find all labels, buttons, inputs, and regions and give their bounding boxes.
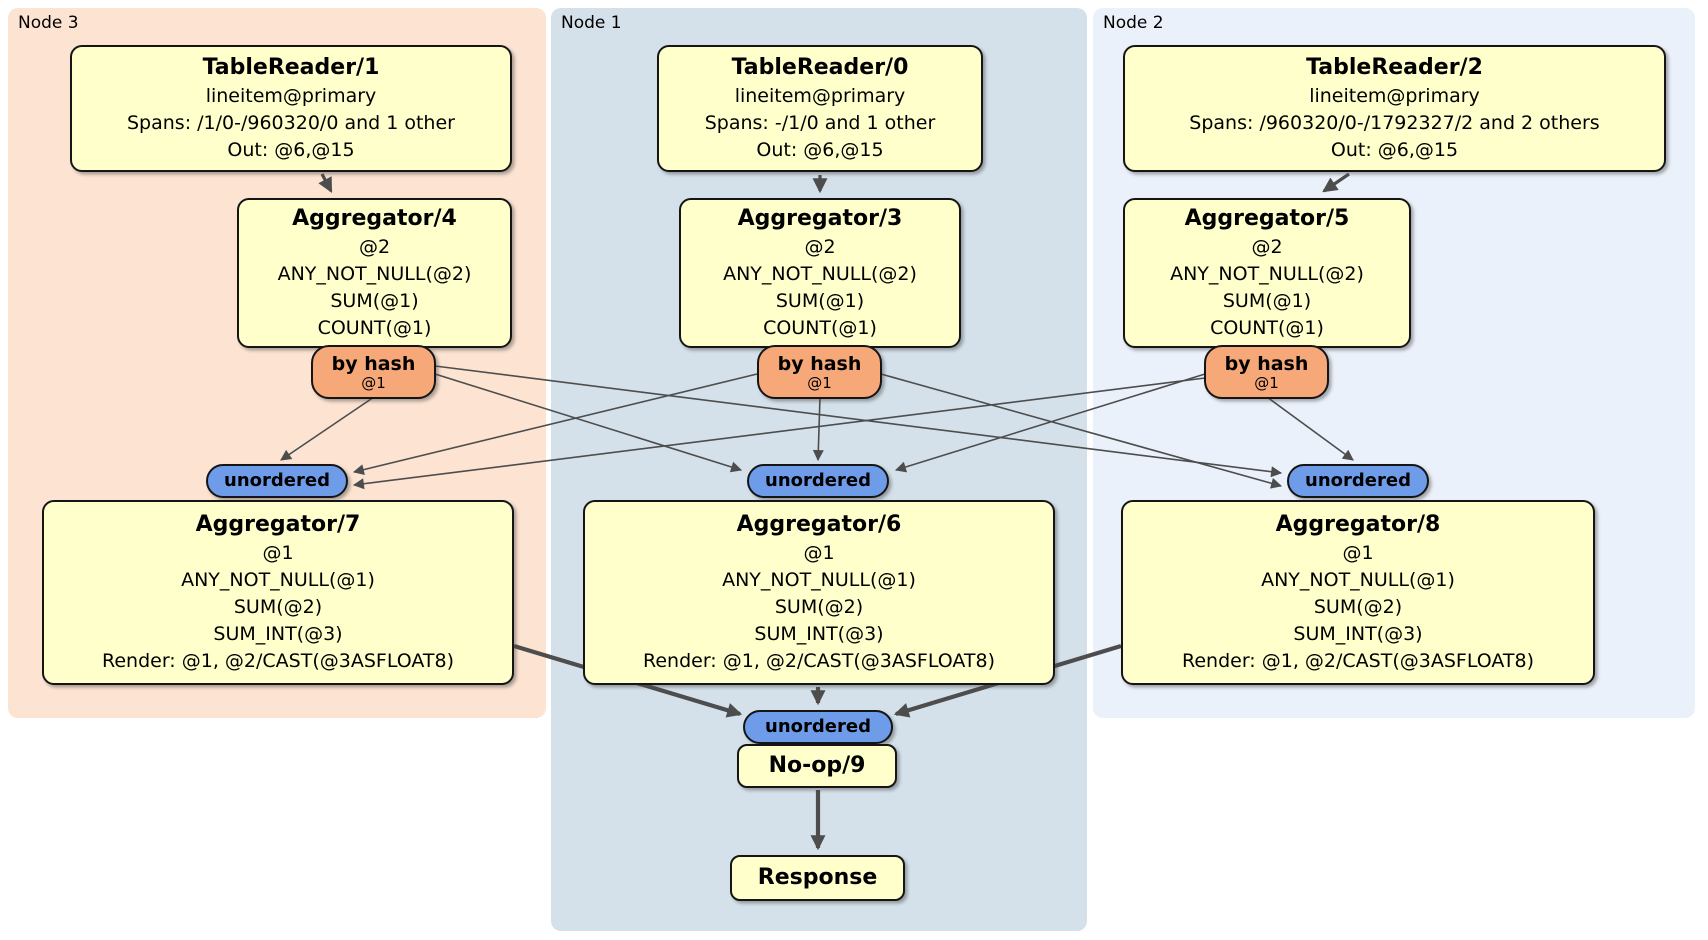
processor-aggregator-7: Aggregator/7 @1 ANY_NOT_NULL(@1) SUM(@2)… [42, 500, 514, 685]
processor-detail: SUM_INT(@3) [213, 623, 343, 645]
processor-detail: lineitem@primary [1309, 85, 1480, 107]
router-columns: @1 [361, 373, 386, 392]
processor-detail: SUM(@1) [1222, 290, 1312, 312]
processor-detail: Render: @1, @2/CAST(@3ASFLOAT8) [643, 650, 995, 672]
processor-aggregator-8: Aggregator/8 @1 ANY_NOT_NULL(@1) SUM(@2)… [1121, 500, 1595, 685]
router-columns: @1 [807, 373, 832, 392]
processor-detail: Render: @1, @2/CAST(@3ASFLOAT8) [1182, 650, 1534, 672]
processor-detail: Spans: -/1/0 and 1 other [704, 112, 936, 134]
router-label: by hash [331, 352, 416, 375]
processor-detail: SUM(@2) [233, 596, 323, 618]
processor-title: Aggregator/7 [195, 512, 361, 537]
processor-detail: ANY_NOT_NULL(@2) [723, 263, 917, 285]
processor-detail: @2 [358, 236, 391, 258]
processor-title: Aggregator/4 [292, 206, 457, 231]
processor-detail: COUNT(@1) [1210, 317, 1324, 339]
processor-aggregator-6: Aggregator/6 @1 ANY_NOT_NULL(@1) SUM(@2)… [583, 500, 1055, 685]
processor-detail: lineitem@primary [734, 85, 906, 107]
processor-detail: Render: @1, @2/CAST(@3ASFLOAT8) [102, 650, 454, 672]
processor-detail: SUM(@1) [775, 290, 865, 312]
processor-detail: Spans: /1/0-/960320/0 and 1 other [127, 112, 455, 134]
sync-unordered: unordered [1287, 464, 1429, 498]
processor-detail: COUNT(@1) [763, 317, 877, 339]
router-label: by hash [777, 352, 862, 375]
processor-detail: @2 [804, 236, 836, 258]
processor-title: Aggregator/8 [1275, 512, 1441, 537]
processor-detail: @2 [1251, 236, 1283, 258]
router-columns: @1 [1254, 373, 1279, 392]
processor-detail: SUM(@2) [1313, 596, 1403, 618]
processor-noop-9: No-op/9 [737, 744, 897, 788]
processor-response: Response [730, 855, 905, 901]
processor-aggregator-4: Aggregator/4 @2 ANY_NOT_NULL(@2) SUM(@1)… [237, 198, 512, 348]
processor-detail: lineitem@primary [205, 85, 377, 107]
processor-detail: SUM(@1) [330, 290, 419, 312]
node-label: Node 1 [561, 13, 622, 33]
processor-detail: ANY_NOT_NULL(@2) [277, 263, 472, 285]
sync-unordered-final: unordered [743, 710, 893, 744]
sync-label: unordered [765, 716, 871, 737]
router-by-hash: by hash @1 [757, 345, 882, 399]
processor-detail: SUM(@2) [774, 596, 864, 618]
processor-detail: Out: @6,@15 [756, 139, 884, 161]
processor-tablereader-0: TableReader/0 lineitem@primary Spans: -/… [657, 45, 983, 172]
sync-label: unordered [224, 470, 330, 491]
processor-detail: ANY_NOT_NULL(@1) [722, 569, 916, 591]
processor-title: TableReader/1 [202, 55, 380, 80]
sync-unordered: unordered [747, 464, 889, 498]
processor-title: TableReader/0 [731, 55, 909, 80]
processor-title: TableReader/2 [1306, 55, 1483, 80]
sync-label: unordered [1305, 470, 1411, 491]
router-label: by hash [1224, 352, 1309, 375]
sync-unordered: unordered [206, 464, 348, 498]
node-label: Node 3 [18, 13, 79, 33]
node-label: Node 2 [1103, 13, 1164, 33]
processor-detail: COUNT(@1) [317, 317, 432, 339]
processor-detail: Spans: /960320/0-/1792327/2 and 2 others [1189, 112, 1600, 134]
processor-title: Aggregator/5 [1184, 206, 1350, 231]
processor-tablereader-2: TableReader/2 lineitem@primary Spans: /9… [1123, 45, 1666, 172]
processor-title: Response [757, 865, 878, 890]
router-by-hash: by hash @1 [1204, 345, 1329, 399]
processor-detail: Out: @6,@15 [227, 139, 355, 161]
processor-tablereader-1: TableReader/1 lineitem@primary Spans: /1… [70, 45, 512, 172]
router-by-hash: by hash @1 [311, 345, 436, 399]
processor-aggregator-5: Aggregator/5 @2 ANY_NOT_NULL(@2) SUM(@1)… [1123, 198, 1411, 348]
processor-detail: SUM_INT(@3) [754, 623, 884, 645]
processor-detail: Out: @6,@15 [1330, 139, 1459, 161]
processor-detail: @1 [803, 542, 835, 564]
processor-detail: @1 [262, 542, 294, 564]
processor-aggregator-3: Aggregator/3 @2 ANY_NOT_NULL(@2) SUM(@1)… [679, 198, 961, 348]
processor-title: No-op/9 [768, 753, 866, 778]
processor-detail: ANY_NOT_NULL(@2) [1170, 263, 1364, 285]
processor-title: Aggregator/3 [737, 206, 903, 231]
processor-detail: @1 [1342, 542, 1374, 564]
sync-label: unordered [765, 470, 871, 491]
processor-detail: ANY_NOT_NULL(@1) [1261, 569, 1455, 591]
processor-title: Aggregator/6 [736, 512, 902, 537]
processor-detail: ANY_NOT_NULL(@1) [181, 569, 375, 591]
processor-detail: SUM_INT(@3) [1293, 623, 1423, 645]
